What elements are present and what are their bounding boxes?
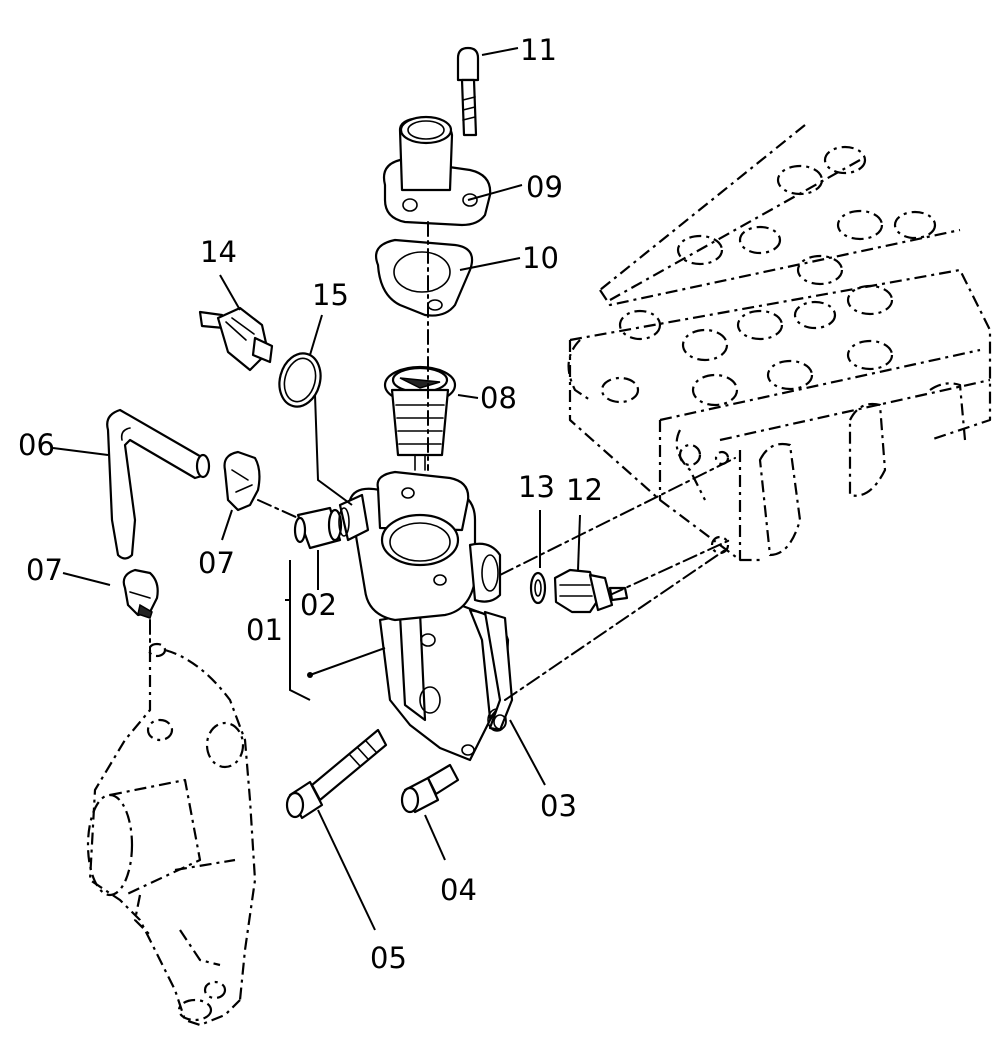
label-part-08: 08 xyxy=(480,381,517,415)
bypass-hose xyxy=(106,408,211,560)
part-labels: 11 09 10 08 14 15 06 07 07 02 01 13 12 0… xyxy=(18,33,603,975)
thermostat-08 xyxy=(383,365,457,471)
label-part-07-lower: 07 xyxy=(26,553,63,587)
leader-lines xyxy=(52,47,581,931)
label-part-04: 04 xyxy=(440,873,477,907)
gasket-ring-15 xyxy=(278,352,322,408)
label-part-10: 10 xyxy=(522,241,559,275)
pipe-02 xyxy=(293,506,343,550)
label-part-05: 05 xyxy=(370,941,407,975)
bolt-11 xyxy=(456,46,480,137)
assembly-center-lines xyxy=(149,221,736,701)
leader-dot-01 xyxy=(307,672,313,678)
label-part-11: 11 xyxy=(520,33,557,67)
bolt-05 xyxy=(285,728,388,820)
label-part-02: 02 xyxy=(300,588,337,622)
label-part-03: 03 xyxy=(540,789,577,823)
label-part-12: 12 xyxy=(566,473,603,507)
thermo-switch-14 xyxy=(198,306,274,372)
label-part-14: 14 xyxy=(200,235,237,269)
hose-clamp-upper xyxy=(223,450,261,512)
thermostat-housing-01 xyxy=(338,470,510,762)
hose-clamp-lower xyxy=(122,568,159,619)
label-part-06: 06 xyxy=(18,428,55,462)
temperature-sender-12 xyxy=(553,568,629,614)
label-part-15: 15 xyxy=(312,278,349,312)
water-pump-ghost xyxy=(86,642,257,1027)
washer-13 xyxy=(529,571,547,605)
engine-cylinder-head-ghost xyxy=(567,124,992,562)
thermostat-cover-09 xyxy=(382,115,492,227)
label-part-07-upper: 07 xyxy=(198,546,235,580)
label-part-09: 09 xyxy=(526,170,563,204)
label-part-01: 01 xyxy=(246,613,283,647)
gasket-10 xyxy=(374,238,474,317)
bolt-04 xyxy=(400,763,460,814)
label-part-13: 13 xyxy=(518,470,555,504)
